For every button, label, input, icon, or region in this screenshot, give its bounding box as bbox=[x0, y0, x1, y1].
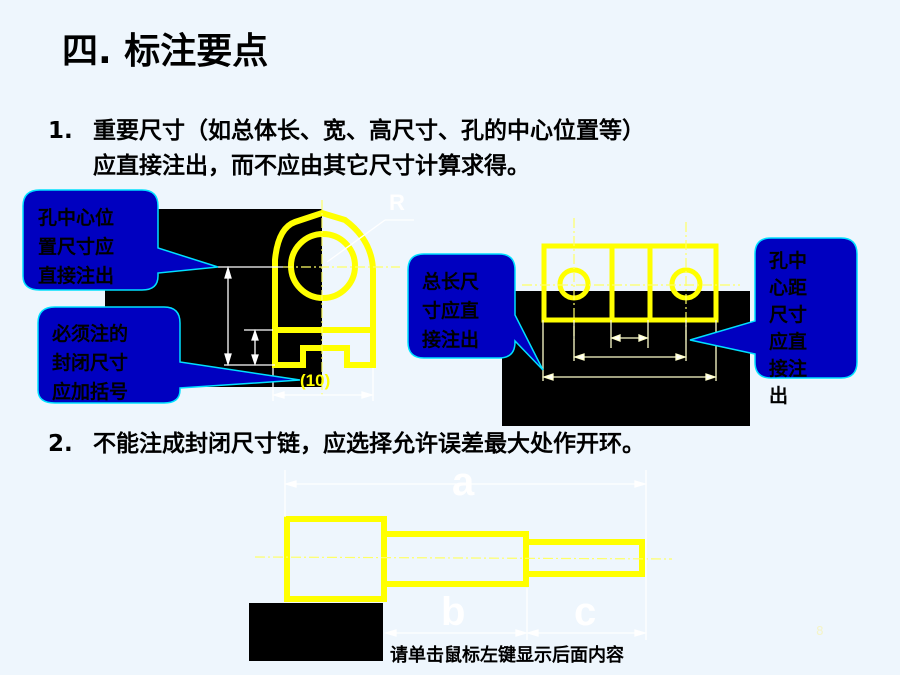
callout-line: 封闭尺寸 bbox=[52, 352, 129, 374]
dim-c-label: c bbox=[574, 590, 597, 634]
callout-line: 孔中心位 bbox=[38, 207, 115, 229]
dims-left bbox=[218, 219, 414, 401]
closed-dim-label: (10) bbox=[300, 371, 331, 390]
click-hint[interactable]: 请单击鼠标左键显示后面内容 bbox=[390, 645, 624, 666]
callout-total-length: 总长尺 寸应直 接注出 bbox=[422, 268, 479, 355]
black-mask-right bbox=[502, 291, 750, 426]
callout-line: 尺寸 bbox=[769, 304, 808, 326]
callout-hole-center: 孔中心位 置尺寸应 直接注出 bbox=[38, 204, 114, 291]
callout-line: 接注出 bbox=[422, 329, 480, 351]
point2-number: 2. bbox=[48, 431, 73, 457]
callout-line: 应加括号 bbox=[52, 381, 129, 403]
centerlines-left bbox=[283, 200, 400, 395]
point1-line2: 应直接注出，而不应由其它尺寸计算求得。 bbox=[93, 153, 530, 179]
callout-bubbles-right bbox=[407, 237, 858, 379]
dim-a-label: a bbox=[452, 460, 475, 504]
callout-line: 直接注出 bbox=[38, 265, 115, 287]
callout-closed-dim: 必须注的 封闭尺寸 应加括号 bbox=[52, 320, 128, 407]
bracket-part bbox=[272, 209, 376, 368]
point1-number: 1. bbox=[48, 118, 73, 144]
plate-part bbox=[541, 243, 719, 323]
callout-line: 置尺寸应 bbox=[38, 236, 115, 258]
point1-line1: 重要尺寸（如总体长、宽、高尺寸、孔的中心位置等） bbox=[93, 118, 645, 144]
centerline-shaft bbox=[254, 556, 673, 560]
callout-line: 必须注的 bbox=[52, 323, 129, 345]
black-mask-bottom bbox=[249, 603, 383, 661]
callout-bubbles-left bbox=[22, 189, 301, 404]
callout-line: 接注 bbox=[769, 358, 808, 380]
callout-line: 寸应直 bbox=[422, 300, 480, 322]
callout-line: 总长尺 bbox=[422, 271, 480, 293]
callout-line: 心距 bbox=[769, 277, 808, 299]
callout-line: 孔中 bbox=[769, 250, 808, 272]
radius-label: R bbox=[389, 190, 405, 215]
dims-shaft bbox=[283, 470, 648, 640]
slide-title: 四. 标注要点 bbox=[62, 31, 269, 72]
callout-line: 应直 bbox=[769, 331, 808, 353]
dims-right bbox=[541, 320, 718, 381]
page-number: 8 bbox=[816, 624, 824, 638]
point2-text: 不能注成封闭尺寸链，应选择允许误差最大处作开环。 bbox=[93, 431, 645, 457]
callout-hole-distance: 孔中 心距 尺寸 应直 接注 出 bbox=[769, 248, 807, 410]
dim-b-label: b bbox=[441, 590, 466, 634]
callout-line: 出 bbox=[769, 385, 789, 407]
